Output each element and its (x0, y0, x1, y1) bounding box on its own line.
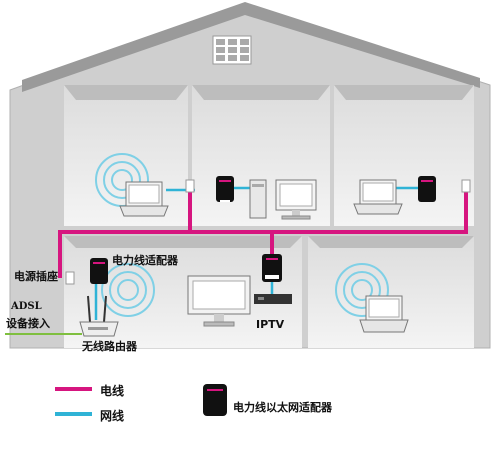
adapter-router (90, 258, 108, 284)
laptop-upper-right (353, 179, 403, 215)
iptv-label: IPTV (256, 318, 285, 331)
adsl-label: ADSL (11, 301, 42, 312)
television (187, 275, 251, 327)
laptop-lower-right (359, 295, 409, 333)
power-sockets (65, 179, 471, 285)
legend-network-line: 网线 (100, 409, 125, 423)
legend-adapter: 电力线以太网适配器 (233, 401, 332, 414)
legend-power-line: 电线 (100, 384, 125, 398)
adapter-upper-left (216, 176, 234, 202)
attic-window (212, 35, 252, 65)
legend-marks (55, 384, 227, 416)
adapter-label: 电力线适配器 (112, 254, 178, 267)
power-line (58, 188, 468, 278)
desktop-pc (249, 179, 317, 220)
adapter-iptv (262, 254, 282, 282)
adsl-access-label: 设备接入 (6, 317, 50, 330)
socket-label: 电源插座 (14, 270, 58, 283)
set-top-box (254, 294, 292, 304)
network-cables (94, 186, 420, 320)
adapter-upper-right (418, 176, 436, 202)
router-label: 无线路由器 (82, 340, 137, 353)
wireless-router (79, 295, 119, 337)
laptop-upper-left (119, 181, 169, 217)
powerline-adapters (90, 176, 436, 284)
wifi-signals (95, 153, 389, 317)
